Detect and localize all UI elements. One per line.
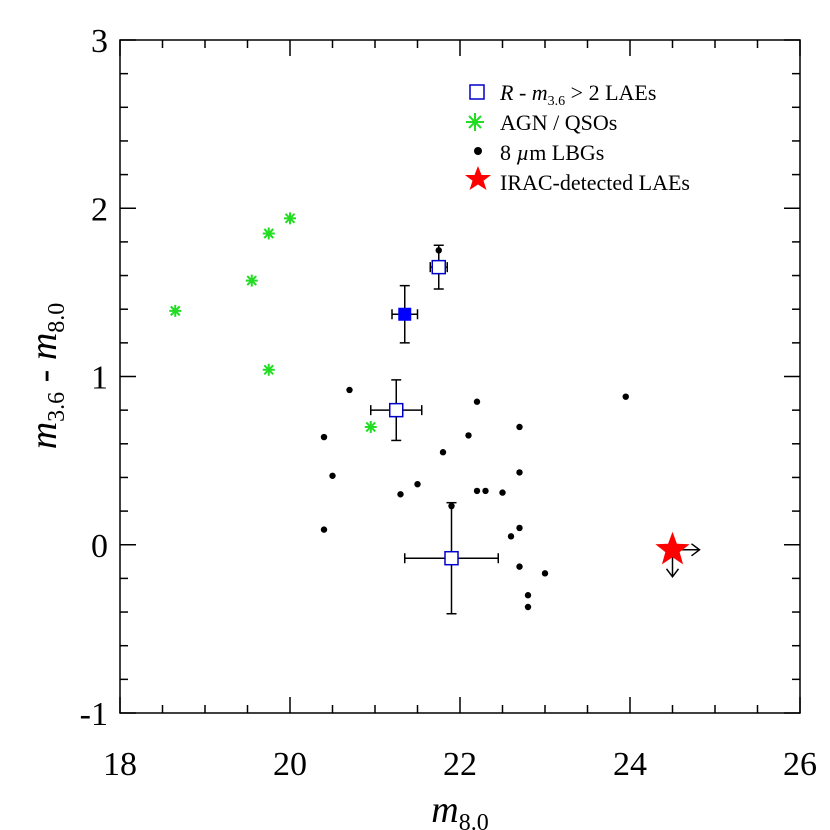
- legend: R - m3.6 > 2 LAEs AGN / QSOs 8 µm LBGs I…: [465, 80, 690, 195]
- agn-point: [364, 420, 377, 433]
- legend-marker-asterisk: [466, 113, 484, 131]
- limit-arrow-down-head: [665, 568, 680, 579]
- y-tick-label: -1: [80, 696, 108, 733]
- limit-arrow-right-head: [691, 543, 701, 557]
- legend-lbgs-8: 8: [500, 140, 517, 165]
- x-tick-label: 18: [103, 746, 137, 783]
- lbg-point: [320, 526, 328, 533]
- legend-entry-lbgs: 8 µm LBGs: [500, 140, 604, 165]
- lbg-point: [516, 423, 523, 431]
- y-axis-label-base-2: m: [23, 333, 65, 360]
- lbg-point: [499, 489, 506, 496]
- legend-entry-laes: R - m3.6 > 2 LAEs: [499, 80, 656, 109]
- legend-laes-m: m: [532, 80, 548, 105]
- lbg-point: [541, 570, 549, 577]
- lae-point: [431, 259, 446, 275]
- y-axis-label: m3.6 - m8.0: [23, 303, 70, 450]
- legend-marker-open-square: [469, 84, 485, 100]
- agn-point: [284, 212, 296, 225]
- lbg-point: [473, 398, 481, 405]
- lbg-point: [439, 449, 447, 456]
- legend-entry-irac: IRAC-detected LAEs: [500, 170, 690, 195]
- lbg-point: [473, 487, 481, 495]
- asterisk-stroke: [170, 305, 181, 317]
- lbg-point: [524, 603, 532, 611]
- agn-point: [262, 363, 275, 376]
- legend-laes-r: R: [499, 80, 514, 105]
- x-axis-label-base: m: [431, 789, 458, 830]
- y-tick-label: 3: [91, 23, 108, 60]
- legend-marker-star: [465, 166, 491, 190]
- lbg-point: [516, 524, 523, 532]
- x-tick-label: 22: [443, 746, 477, 783]
- legend-laes-rest: > 2 LAEs: [565, 80, 656, 105]
- x-axis-label: m8.0: [431, 789, 488, 830]
- lbg-point: [524, 592, 532, 599]
- asterisk-stroke: [263, 228, 274, 239]
- x-tick-label: 24: [613, 746, 647, 783]
- legend-lbgs-mu: µ: [517, 140, 530, 165]
- agn-point: [169, 304, 182, 317]
- lbg-point: [622, 393, 629, 400]
- lbg-point: [397, 491, 404, 498]
- y-tick-label: 2: [91, 191, 108, 228]
- y-axis-label-sep: -: [23, 360, 65, 392]
- asterisk-stroke: [365, 421, 376, 433]
- legend-entry-agn: AGN / QSOs: [500, 110, 617, 135]
- ticks: [119, 39, 801, 714]
- lbg-point: [507, 533, 515, 540]
- lae-point-filled: [398, 307, 412, 321]
- data-markers: [169, 212, 701, 615]
- legend-laes-sub: 3.6: [548, 94, 566, 109]
- lbg-point: [516, 469, 523, 476]
- y-axis-label-sub-1: 3.6: [44, 392, 70, 422]
- agn-point: [245, 274, 258, 287]
- lae-point: [444, 550, 459, 566]
- asterisk-stroke: [246, 275, 257, 286]
- lbg-point: [516, 563, 523, 570]
- lbg-point: [465, 432, 472, 439]
- asterisk-stroke: [284, 213, 296, 224]
- lbg-point: [482, 487, 489, 495]
- lae-point: [389, 402, 404, 418]
- y-axis-label-sub-2: 8.0: [44, 303, 70, 333]
- lbg-point: [329, 472, 336, 479]
- legend-marker-dot: [474, 147, 482, 155]
- agn-point: [262, 227, 275, 240]
- lbg-point: [414, 480, 421, 488]
- plot-frame: [119, 39, 801, 714]
- x-tick-label: 20: [273, 746, 307, 783]
- y-axis-label-base-1: m: [23, 422, 65, 449]
- legend-lbgs-rest: m LBGs: [529, 140, 604, 165]
- x-tick-label: 26: [783, 746, 817, 783]
- legend-laes-dash: -: [513, 80, 531, 105]
- lbg-point: [346, 386, 353, 394]
- y-tick-label: 1: [91, 360, 108, 397]
- y-tick-label: 0: [91, 528, 108, 565]
- x-axis-label-sub: 8.0: [459, 810, 489, 830]
- lbg-point: [320, 433, 328, 441]
- irac-lae-point: [655, 531, 690, 565]
- asterisk-stroke: [263, 364, 274, 375]
- tick-labels: 18 20 22 24 26 -1 0 1 2 3: [80, 23, 817, 783]
